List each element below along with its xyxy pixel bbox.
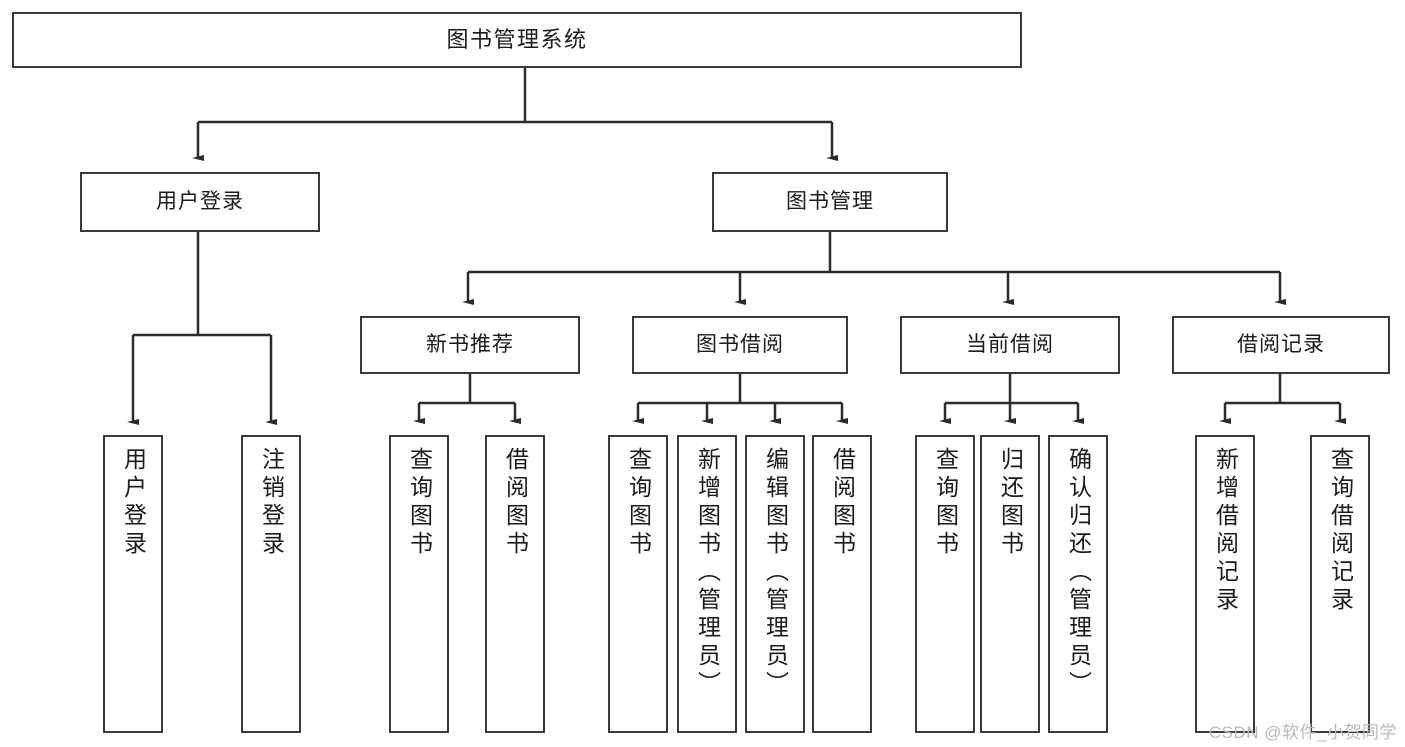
node-label: 用户登录	[120, 447, 147, 559]
node-label: 查询借阅记录	[1327, 447, 1354, 615]
node-label: 注销登录	[258, 447, 285, 559]
leaf-borrow-query-book[interactable]: 查询图书	[608, 435, 668, 733]
node-label: 查询图书	[932, 447, 959, 559]
node-label: 确认归还（管理员）	[1065, 447, 1092, 699]
leaf-borrow-edit-book[interactable]: 编辑图书（管理员）	[745, 435, 805, 733]
node-label: 编辑图书（管理员）	[762, 447, 789, 699]
node-root-system[interactable]: 图书管理系统	[12, 12, 1022, 68]
node-label: 新增借阅记录	[1212, 447, 1239, 615]
leaf-current-return-book[interactable]: 归还图书	[980, 435, 1040, 733]
leaf-borrow-add-book[interactable]: 新增图书（管理员）	[677, 435, 737, 733]
node-label: 图书管理系统	[446, 27, 588, 53]
leaf-record-query-record[interactable]: 查询借阅记录	[1310, 435, 1370, 733]
node-label: 借阅图书	[502, 447, 529, 559]
leaf-user-login-login[interactable]: 用户登录	[103, 435, 163, 733]
leaf-recommend-borrow-book[interactable]: 借阅图书	[485, 435, 545, 733]
node-label: 图书管理	[786, 189, 874, 213]
node-book-borrow[interactable]: 图书借阅	[632, 316, 848, 374]
node-label: 查询图书	[406, 447, 433, 559]
node-book-management[interactable]: 图书管理	[712, 172, 948, 232]
leaf-borrow-borrow-book[interactable]: 借阅图书	[812, 435, 872, 733]
node-label: 归还图书	[997, 447, 1024, 559]
leaf-current-query-book[interactable]: 查询图书	[915, 435, 975, 733]
node-label: 新书推荐	[426, 332, 514, 356]
node-borrow-record[interactable]: 借阅记录	[1172, 316, 1390, 374]
node-label: 查询图书	[625, 447, 652, 559]
leaf-current-confirm-return[interactable]: 确认归还（管理员）	[1048, 435, 1108, 733]
node-current-borrow[interactable]: 当前借阅	[900, 316, 1120, 374]
watermark-text: CSDN @软件_小贺同学	[1208, 723, 1397, 742]
node-label: 借阅图书	[829, 447, 856, 559]
node-label: 借阅记录	[1237, 332, 1325, 356]
leaf-recommend-query-book[interactable]: 查询图书	[389, 435, 449, 733]
node-label: 当前借阅	[966, 332, 1054, 356]
leaf-user-login-logout[interactable]: 注销登录	[241, 435, 301, 733]
node-label: 用户登录	[156, 189, 244, 213]
node-label: 图书借阅	[696, 332, 784, 356]
node-user-login[interactable]: 用户登录	[80, 172, 320, 232]
leaf-record-add-record[interactable]: 新增借阅记录	[1195, 435, 1255, 733]
node-label: 新增图书（管理员）	[694, 447, 721, 699]
node-new-book-recommend[interactable]: 新书推荐	[360, 316, 580, 374]
